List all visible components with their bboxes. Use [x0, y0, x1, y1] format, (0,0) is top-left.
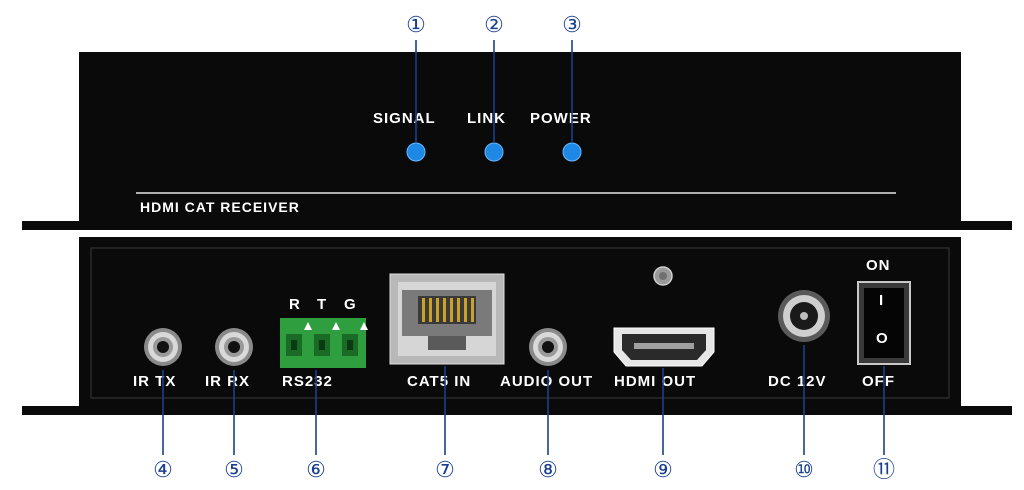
grounding-screw: [653, 266, 673, 286]
ir-tx-jack: [144, 328, 182, 366]
port-label-audio-out: AUDIO OUT: [500, 373, 594, 390]
ir-rx-jack: [215, 328, 253, 366]
port-label-ir-rx: IR RX: [205, 373, 251, 390]
device-name-label: HDMI CAT RECEIVER: [140, 199, 300, 215]
rs232-pin-g: G: [344, 296, 357, 313]
callout-8: ⑧: [538, 458, 558, 483]
switch-mark-on: I: [879, 292, 885, 309]
front-panel-flange: [22, 221, 1012, 230]
callout-11: ⑪: [872, 458, 895, 483]
dc-power-jack: [778, 290, 830, 342]
port-label-ir-tx: IR TX: [133, 373, 177, 390]
audio-out-jack: [529, 328, 567, 366]
switch-mark-off: O: [876, 330, 889, 347]
callout-10: ⑩: [794, 458, 814, 483]
callout-9: ⑨: [653, 458, 673, 483]
callout-6: ⑥: [306, 458, 326, 483]
port-label-hdmi-out: HDMI OUT: [614, 373, 697, 390]
callout-7: ⑦: [435, 458, 455, 483]
port-label-dc-12v: DC 12V: [768, 373, 827, 390]
port-label-switch-off: OFF: [862, 373, 895, 390]
cat5-rj45-jack: [389, 273, 505, 365]
hdmi-out-port: [613, 327, 715, 367]
switch-on-label: ON: [866, 257, 891, 274]
rs232-pin-r: R: [289, 296, 301, 313]
callout-4: ④: [153, 458, 173, 483]
callout-1: ①: [406, 13, 426, 38]
callout-3: ③: [562, 13, 582, 38]
rear-panel-inset: [90, 247, 950, 399]
port-label-cat5-in: CAT5 IN: [407, 373, 472, 390]
callout-2: ②: [484, 13, 504, 38]
rear-panel-flange: [22, 406, 1012, 415]
led-label-signal: SIGNAL: [373, 110, 436, 127]
rs232-terminal-block: [280, 318, 368, 368]
rs232-pin-t: T: [317, 296, 328, 313]
callout-5: ⑤: [224, 458, 244, 483]
led-label-link: LINK: [467, 110, 506, 127]
power-switch: [857, 281, 911, 365]
led-label-power: POWER: [530, 110, 592, 127]
port-label-rs232: RS232: [282, 373, 333, 390]
